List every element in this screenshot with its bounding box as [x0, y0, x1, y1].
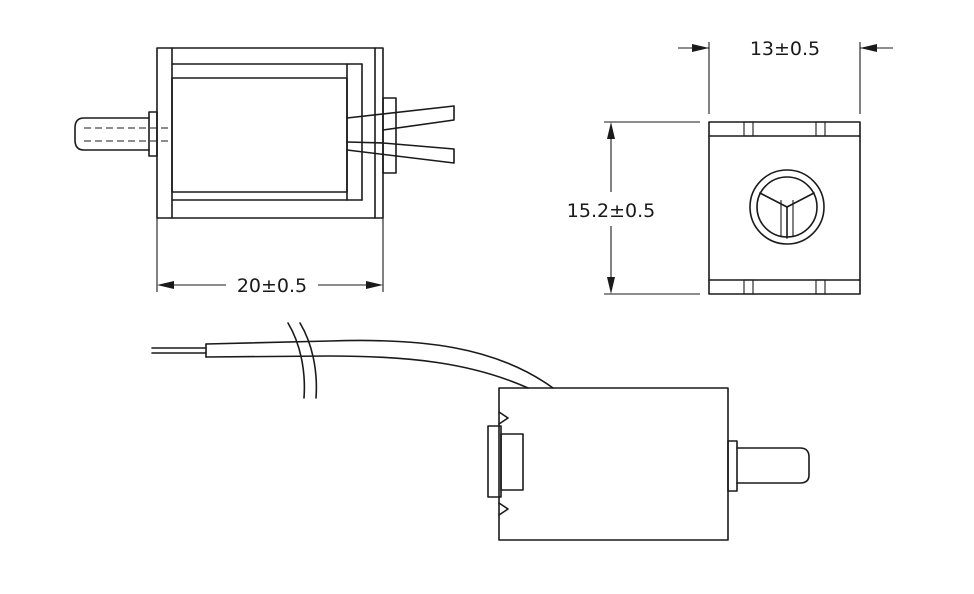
lead-wire [151, 339, 554, 389]
height-dimension-label: 15.2±0.5 [567, 200, 655, 222]
terminal-upper [346, 105, 455, 131]
lower-view [151, 322, 810, 541]
plunger [74, 117, 150, 151]
side-view: 20±0.5 [74, 47, 455, 297]
width-dimension-label: 13±0.5 [750, 38, 820, 60]
end-view: 13±0.5 15.2±0.5 [567, 38, 893, 295]
length-dimension-label: 20±0.5 [237, 275, 307, 297]
break-symbol [287, 322, 306, 399]
lower-view-body [498, 387, 729, 541]
terminal-lower [346, 141, 455, 164]
lower-plunger [736, 447, 810, 484]
end-view-body [708, 121, 861, 295]
plunger-end-icon [749, 169, 825, 245]
coil-body [171, 77, 348, 193]
